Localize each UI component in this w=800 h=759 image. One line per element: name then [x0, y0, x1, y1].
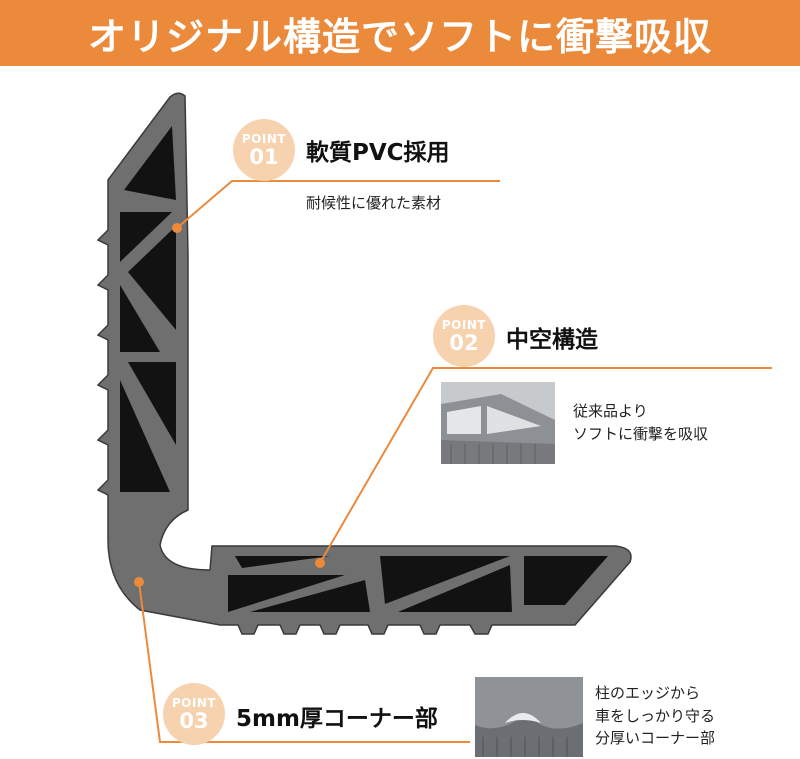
hollow-chamber	[398, 565, 512, 612]
desc-line: 分厚いコーナー部	[595, 729, 716, 747]
point-number: 01	[249, 144, 279, 169]
point-title-02: 中空構造	[506, 327, 598, 353]
hollow-chamber	[524, 556, 608, 605]
point-number: 02	[449, 330, 479, 355]
corner-guard-profile	[96, 92, 632, 635]
banner-title: オリジナル構造でソフトに衝撃吸収	[87, 14, 712, 59]
point-desc-03: 柱のエッジから 車をしっかり守る 分厚いコーナー部	[595, 682, 715, 750]
hollow-chamber	[250, 580, 370, 612]
desc-line: 車をしっかり守る	[595, 706, 716, 725]
leader-dot-02	[315, 558, 325, 568]
point-badge-03: POINT 03	[163, 683, 225, 745]
photo-hollow-structure-art	[441, 382, 555, 464]
hollow-chamber	[120, 380, 170, 492]
photo-corner-thickness-art	[475, 677, 583, 757]
point-badge-01: POINT 01	[233, 119, 295, 181]
leader-line-03	[138, 581, 470, 743]
point-badge-02: POINT 02	[433, 305, 495, 367]
point-number: 03	[179, 708, 209, 733]
hollow-chamber	[128, 226, 176, 330]
leader-line-02	[319, 367, 772, 564]
point-desc-01: 耐候性に優れた素材	[306, 192, 441, 215]
hollow-chamber	[120, 285, 160, 352]
hollow-chamber	[235, 556, 330, 568]
title-banner: オリジナル構造でソフトに衝撃吸収	[0, 0, 800, 66]
leader-dot-03	[134, 577, 144, 587]
point-desc-02: 従来品より ソフトに衝撃を吸収	[573, 400, 708, 445]
point-word: POINT	[241, 131, 287, 146]
point-title-03: 5mm厚コーナー部	[236, 706, 438, 732]
point-title-01: 軟質PVC採用	[306, 140, 450, 166]
hollow-chamber	[120, 212, 172, 262]
desc-line: 柱のエッジから	[595, 684, 701, 702]
point-word: POINT	[441, 317, 487, 332]
hollow-chamber	[124, 126, 176, 200]
point-word: POINT	[171, 695, 217, 710]
leader-dots	[134, 223, 325, 587]
leader-lines	[138, 180, 772, 743]
leader-line-01	[176, 180, 500, 229]
desc-line: 耐候性に優れた素材	[306, 194, 442, 212]
hollow-chambers-vertical	[120, 126, 176, 492]
photo-hollow-structure	[441, 382, 555, 464]
hollow-chambers-horizontal	[228, 556, 608, 612]
photo-corner-thickness	[475, 677, 583, 757]
hollow-chamber	[380, 556, 510, 604]
desc-line: 従来品より	[573, 402, 648, 420]
hollow-chamber	[228, 575, 345, 612]
hollow-chamber	[128, 362, 176, 445]
leader-dot-01	[172, 223, 182, 233]
desc-line: ソフトに衝撃を吸収	[573, 424, 709, 443]
